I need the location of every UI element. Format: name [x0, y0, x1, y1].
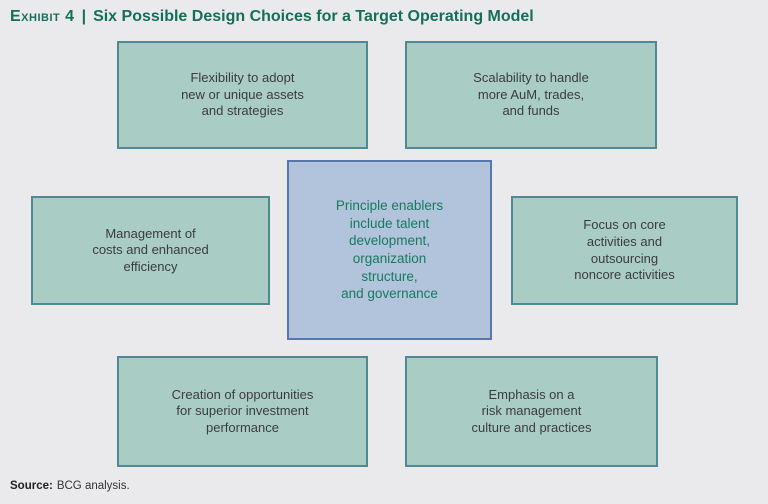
choice-box-cost-management: Management of costs and enhanced efficie… — [31, 196, 270, 305]
choice-box-risk-management: Emphasis on a risk management culture an… — [405, 356, 658, 467]
choice-box-scalability: Scalability to handle more AuM, trades, … — [405, 41, 657, 149]
source-label: Source: — [10, 480, 53, 492]
center-enablers-box: Principle enablers include talent develo… — [287, 160, 492, 340]
center-enablers-text: Principle enablers include talent develo… — [335, 198, 444, 302]
source-note: Source:BCG analysis. — [10, 480, 130, 492]
choice-box-text: Flexibility to adopt new or unique asset… — [181, 70, 304, 119]
exhibit-number: Exhibit 4 — [10, 8, 75, 25]
choice-box-text: Management of costs and enhanced efficie… — [92, 225, 209, 274]
title-separator: | — [81, 8, 87, 25]
choice-box-investment-performance: Creation of opportunities for superior i… — [117, 356, 368, 467]
choice-box-text: Emphasis on a risk management culture an… — [471, 386, 592, 435]
choice-box-core-focus: Focus on core activities and outsourcing… — [511, 196, 738, 305]
source-text: BCG analysis. — [56, 480, 130, 492]
exhibit-title: Six Possible Design Choices for a Target… — [93, 8, 534, 25]
choice-box-text: Scalability to handle more AuM, trades, … — [473, 70, 589, 119]
choice-box-text: Focus on core activities and outsourcing… — [574, 217, 675, 283]
choice-box-text: Creation of opportunities for superior i… — [171, 386, 314, 435]
choice-box-flexibility: Flexibility to adopt new or unique asset… — [117, 41, 368, 149]
exhibit-header: Exhibit 4 | Six Possible Design Choices fo… — [10, 8, 534, 26]
